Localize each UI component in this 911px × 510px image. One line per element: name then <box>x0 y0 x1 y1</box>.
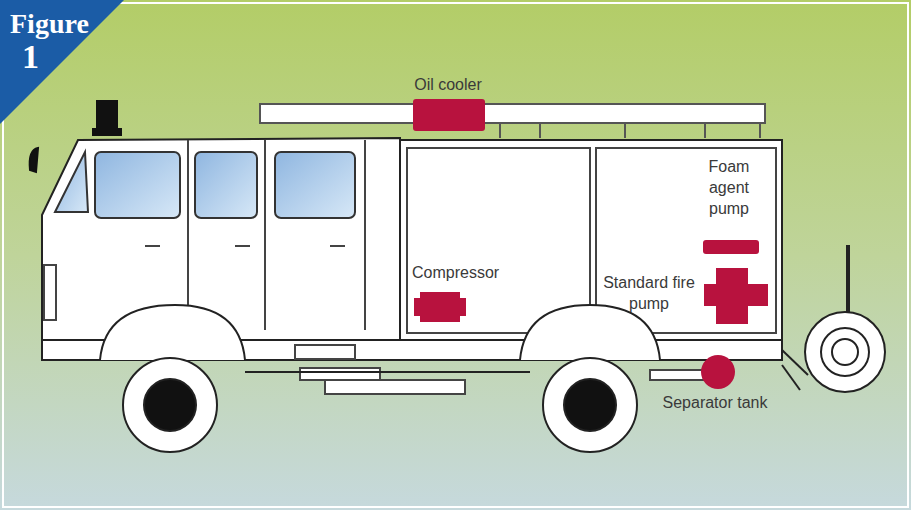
component-markers <box>413 99 768 389</box>
truck <box>30 100 885 452</box>
part-label: Standard fire pump <box>600 272 698 314</box>
compressor-shape <box>414 292 466 322</box>
frame <box>3 3 908 507</box>
figure-number: 1 <box>22 40 62 74</box>
foam-pump-shape <box>703 240 759 254</box>
part-label: Separator tank <box>660 392 770 413</box>
separator-tank-shape <box>701 355 735 389</box>
figure-word: Figure <box>10 10 120 38</box>
part-label: Oil cooler <box>378 74 518 95</box>
part-label: Foam agent pump <box>690 156 768 219</box>
fire-pump-shape <box>704 268 768 324</box>
oil-cooler-shape <box>413 99 485 131</box>
part-label: Compressor <box>412 262 572 283</box>
